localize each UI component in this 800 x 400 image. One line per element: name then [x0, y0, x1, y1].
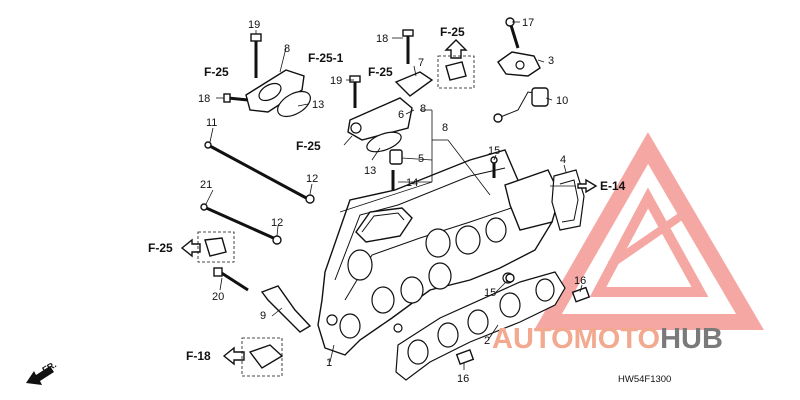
callout-1: 1	[326, 357, 332, 369]
intake-manifold	[317, 149, 561, 356]
watermark-auto: AUTO	[492, 323, 574, 355]
callout-15a: 15	[488, 145, 500, 157]
ref-f25-1: F-25-1	[308, 51, 344, 65]
long-stud-21	[200, 203, 279, 242]
callout-14: 14	[406, 177, 418, 189]
front-label: FR.	[41, 359, 59, 375]
callout-12b: 12	[271, 217, 283, 229]
f25-detail-box	[197, 231, 235, 263]
f18-detail-box	[241, 337, 283, 377]
connector-f25	[204, 237, 227, 257]
drawing-code: HW54F1300	[618, 374, 671, 385]
valve-body-6	[347, 29, 414, 141]
callout-8b: 8	[420, 103, 426, 115]
washer-12b	[272, 235, 282, 245]
leader-lines	[205, 21, 583, 370]
bolt-20	[213, 267, 249, 292]
oring-13a	[277, 90, 311, 118]
ref-f25-a: F-25	[204, 65, 229, 79]
ref-arrow-f25-top-right	[444, 39, 468, 59]
callout-20: 20	[212, 291, 224, 303]
callout-19b: 19	[330, 75, 342, 87]
callout-21: 21	[200, 179, 212, 191]
callout-8c: 8	[442, 122, 448, 134]
callout-18a: 18	[376, 33, 388, 45]
f25-top-detail-box	[437, 55, 475, 89]
ref-f18: F-18	[186, 349, 211, 363]
ref-arrow-e14	[577, 178, 598, 194]
callout-17: 17	[522, 17, 534, 29]
bolt-15a	[490, 156, 498, 178]
ref-f25-c: F-25	[440, 25, 465, 39]
callout-6: 6	[398, 109, 404, 121]
callout-3: 3	[548, 55, 554, 67]
bracket-9	[260, 285, 312, 333]
reference-codes: F-25 F-25-1 F-25 F-25 F-25 F-25 F-18 E-1…	[148, 25, 626, 363]
stud-16a	[571, 286, 591, 303]
ref-arrow-f25-left	[180, 238, 201, 258]
callout-16b: 16	[457, 373, 469, 385]
bolt-17	[505, 17, 520, 49]
front-arrow: FR.	[26, 359, 58, 385]
ref-e14: E-14	[600, 179, 626, 193]
watermark-moto: MOTO	[574, 323, 660, 355]
sensor-10	[493, 87, 549, 123]
ref-f25-d: F-25	[296, 139, 321, 153]
callout-19a: 19	[248, 19, 260, 31]
callouts: 1 2 3 4 5 6 7 8 8 8 9 10 11 12 12 13 13 …	[198, 17, 586, 385]
ref-f25-b: F-25	[368, 65, 393, 79]
valve-body-8	[223, 33, 305, 113]
callout-2: 2	[484, 335, 490, 347]
stud-16b	[455, 349, 475, 365]
watermark-logo	[534, 132, 764, 330]
callout-4: 4	[560, 154, 566, 166]
plate-3	[497, 51, 541, 77]
manifold-gasket	[395, 271, 566, 381]
oring-13b	[366, 131, 402, 153]
callout-8a: 8	[284, 43, 290, 55]
callout-5: 5	[418, 153, 424, 165]
long-stud-11	[204, 141, 311, 202]
callout-12a: 12	[306, 173, 318, 185]
callout-11: 11	[206, 117, 217, 129]
washer-12a	[305, 194, 315, 204]
gasket-4	[551, 169, 585, 231]
callout-9: 9	[260, 310, 266, 322]
clip-f18	[248, 344, 284, 369]
collar-5	[389, 149, 403, 165]
ref-f25-e: F-25	[148, 241, 173, 255]
callout-15b: 15	[484, 287, 496, 299]
callout-18b: 18	[198, 93, 210, 105]
callout-10: 10	[556, 95, 568, 107]
watermark-hub: HUB	[660, 323, 723, 355]
bracket-7	[394, 71, 434, 97]
callout-16a: 16	[574, 275, 586, 287]
connector-f25-top	[445, 61, 467, 81]
callout-13a: 13	[312, 99, 324, 111]
callout-7: 7	[418, 57, 424, 69]
ref-arrow-f18	[222, 346, 245, 366]
callout-13b: 13	[364, 165, 376, 177]
watermark-text: AUTOMOTOHUB	[492, 323, 723, 355]
